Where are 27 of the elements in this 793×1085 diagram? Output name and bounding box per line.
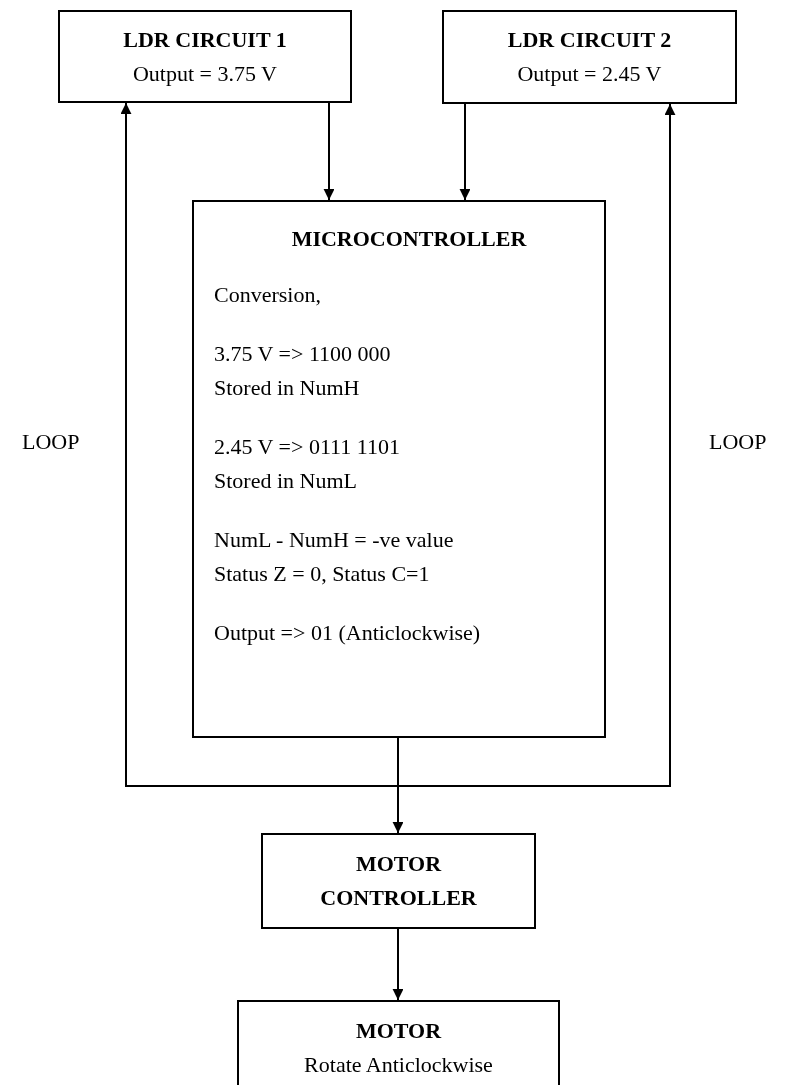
box-text: NumL - NumH = -ve value bbox=[214, 526, 454, 554]
process-box bbox=[237, 1000, 560, 1085]
box-text: Stored in NumH bbox=[214, 374, 360, 402]
arrow bbox=[120, 102, 399, 787]
box-text: 2.45 V => 0111 1101 bbox=[214, 433, 400, 461]
box-text: Output = 3.75 V bbox=[133, 59, 277, 88]
box-title: LDR CIRCUIT 1 bbox=[123, 25, 287, 54]
box-text: Status Z = 0, Status C=1 bbox=[214, 560, 430, 588]
arrow bbox=[397, 103, 676, 787]
box-title: MICROCONTROLLER bbox=[291, 225, 527, 253]
box-title: MOTOR CONTROLLER bbox=[320, 850, 477, 912]
box-text: Output => 01 (Anticlockwise) bbox=[214, 619, 481, 647]
box-text: Conversion, bbox=[214, 281, 321, 309]
box-title: LDR CIRCUIT 2 bbox=[507, 26, 672, 54]
arrow bbox=[459, 103, 471, 201]
box-text: Output = 2.45 V bbox=[517, 60, 662, 88]
process-box bbox=[58, 10, 352, 103]
arrow bbox=[392, 928, 404, 1001]
process-box bbox=[261, 833, 536, 929]
process-box bbox=[442, 10, 737, 104]
box-text: Stored in NumL bbox=[214, 467, 357, 495]
arrow bbox=[392, 737, 404, 834]
box-text: Rotate Anticlockwise bbox=[304, 1051, 493, 1079]
box-title: MOTOR bbox=[355, 1017, 442, 1045]
arrow bbox=[323, 102, 335, 201]
box-text: 3.75 V => 1100 000 bbox=[214, 340, 391, 368]
process-box bbox=[192, 200, 606, 738]
